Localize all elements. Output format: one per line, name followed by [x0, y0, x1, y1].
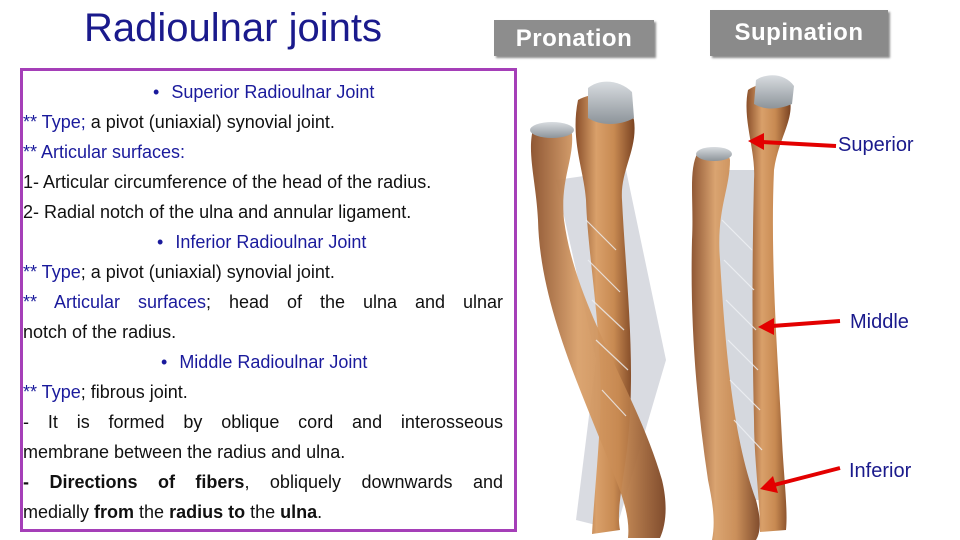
middle-type-line: ** Type; fibrous joint. [23, 377, 503, 407]
superior-type-label: ** Type; [23, 112, 86, 132]
superior-heading: Superior Radioulnar Joint [171, 82, 375, 102]
text-from: from [94, 502, 135, 522]
bullet-icon: • [153, 82, 160, 102]
superior-type-text: a pivot (uniaxial) synovial joint. [85, 112, 335, 132]
text-ulna: ulna [280, 502, 318, 522]
middle-heading-line: • Middle Radioulnar Joint [45, 347, 525, 377]
radius-ulna-illustration [530, 75, 794, 540]
bullet-icon: • [161, 352, 168, 372]
middle-arrow-icon [758, 318, 841, 335]
middle-directions-line: - Directions of fibers, obliquely downwa… [23, 467, 503, 497]
superior-arrow-icon [748, 133, 837, 150]
text-span: the [245, 502, 281, 522]
middle-heading: Middle Radioulnar Joint [179, 352, 368, 372]
inferior-surfaces-line: ** Articular surfaces; head of the ulna … [23, 287, 503, 317]
supination-tag: Supination [710, 10, 888, 56]
middle-directions-label: - Directions of fibers [23, 472, 245, 492]
superior-surfaces-label: ** Articular surfaces: [23, 142, 186, 162]
inferior-type-text: ; a pivot (uniaxial) synovial joint. [80, 262, 335, 282]
superior-item-1: 1- Articular circumference of the head o… [23, 172, 432, 192]
pronation-tag: Pronation [494, 20, 654, 56]
inferior-type-label: ** Type [23, 262, 81, 282]
pronation-bones [530, 81, 666, 538]
text-span: the [134, 502, 170, 522]
superior-label: Superior [838, 134, 914, 156]
inferior-type-line: ** Type; a pivot (uniaxial) synovial joi… [23, 257, 503, 287]
page-title: Radioulnar joints [84, 6, 382, 50]
text-span: medially [23, 502, 95, 522]
inferior-heading: Inferior Radioulnar Joint [175, 232, 367, 252]
inferior-label: Inferior [849, 460, 912, 482]
superior-surfaces-label-line: ** Articular surfaces: [23, 137, 503, 167]
inferior-surfaces-text: ; head of the ulna and ulnar [206, 292, 503, 312]
bullet-icon: • [157, 232, 164, 252]
middle-directions-text: , obliquely downwards and [244, 472, 504, 492]
middle-formed-line-1: - It is formed by oblique cord and inter… [23, 412, 503, 432]
middle-type-text: ; fibrous joint. [80, 382, 188, 402]
inferior-surfaces-cont: notch of the radius. [23, 322, 177, 342]
superior-item-2: 2- Radial notch of the ulna and annular … [23, 202, 412, 222]
inferior-surfaces-label: ** Articular surfaces [23, 292, 206, 312]
middle-directions-line-2: medially from the radius to the ulna. [23, 497, 503, 527]
text-span: . [317, 502, 323, 522]
middle-label: Middle [850, 311, 909, 333]
superior-heading-line: • Superior Radioulnar Joint [45, 77, 525, 107]
middle-type-label: ** Type [23, 382, 81, 402]
inferior-heading-line: • Inferior Radioulnar Joint [45, 227, 525, 257]
arrows-layer [748, 133, 841, 493]
text-to: to [223, 502, 246, 522]
inferior-arrow-icon [760, 466, 841, 493]
middle-formed-line-2: membrane between the radius and ulna. [23, 442, 346, 462]
supination-bones [691, 75, 794, 540]
superior-type-line: ** Type; a pivot (uniaxial) synovial joi… [23, 107, 503, 137]
text-radius: radius [169, 502, 224, 522]
notes-text-box: •Superior Radioulnar Joint ** Type; a pi… [20, 68, 517, 532]
